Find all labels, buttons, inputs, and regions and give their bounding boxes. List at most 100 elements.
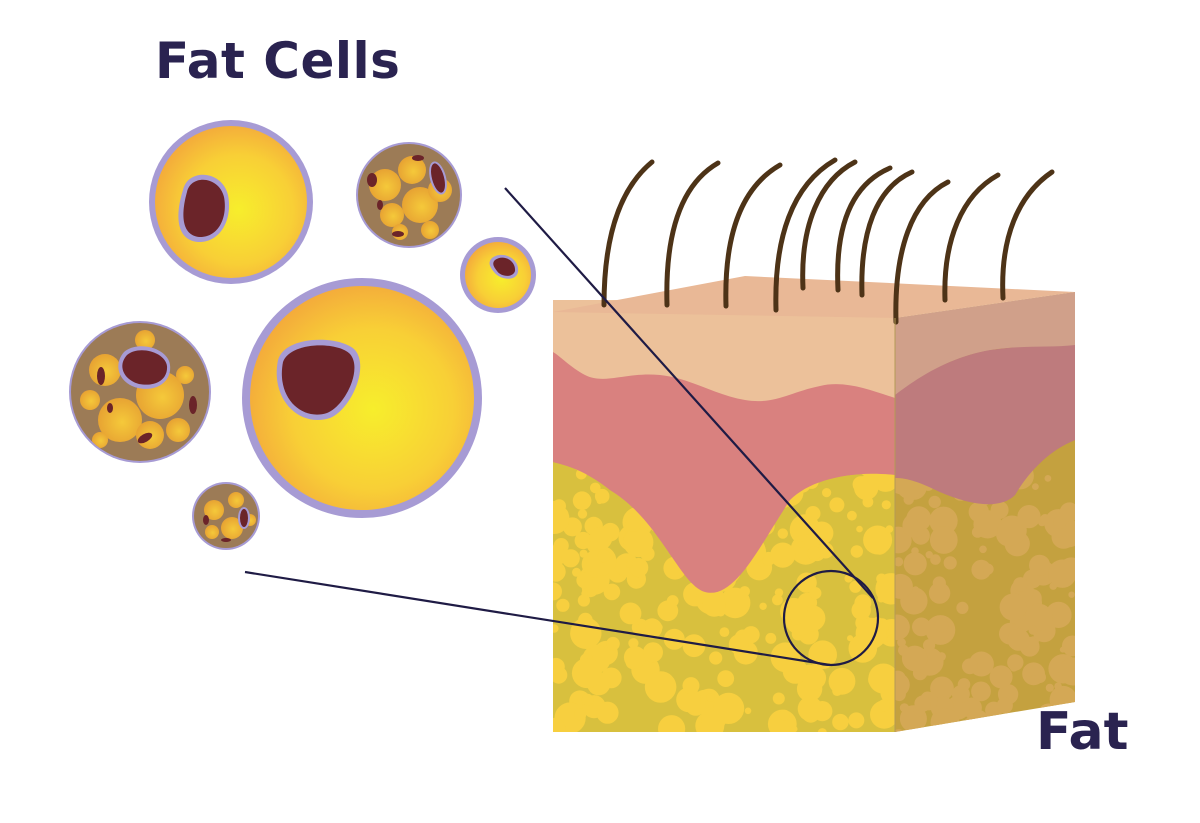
fat-globule — [979, 545, 987, 554]
fat-globule — [802, 665, 827, 690]
fat-globule — [847, 510, 857, 521]
fat-globule — [886, 634, 895, 645]
fat-globule — [829, 497, 845, 513]
fat-globule — [561, 549, 580, 568]
fat-globule — [805, 506, 821, 521]
fat-globule — [623, 527, 654, 558]
fat-globule — [972, 719, 987, 732]
fat-globule — [928, 495, 941, 509]
fat-globule — [772, 692, 785, 705]
fat-globule — [982, 726, 996, 732]
fat-globule — [1068, 591, 1075, 598]
fat-globule — [706, 693, 715, 702]
fat-globule — [1029, 645, 1038, 654]
fat-globule — [623, 646, 647, 669]
fat-globule — [849, 580, 862, 593]
fat-globule — [676, 687, 701, 713]
fat-globule — [596, 701, 619, 724]
skin-cube — [553, 157, 1075, 740]
fat-globule — [791, 726, 798, 732]
fat-cell-shrinking-left — [69, 321, 211, 463]
fat-cell-largest — [242, 278, 482, 518]
fat-globule — [923, 639, 936, 652]
fat-globule — [895, 614, 910, 641]
fat-globule — [881, 500, 891, 510]
fat-globule — [1052, 607, 1072, 627]
fat-globule — [962, 658, 978, 675]
fat-cell-shrinking-top — [356, 142, 462, 248]
fat-globule — [644, 671, 677, 703]
fat-globule — [868, 663, 895, 694]
fat-globule — [895, 557, 904, 567]
fat-globule — [625, 560, 633, 568]
fat-globule — [658, 715, 686, 732]
fat-globule — [822, 488, 832, 498]
fat-globule — [779, 709, 790, 721]
fat-globule — [713, 692, 745, 725]
fat-globule — [996, 697, 1013, 714]
fat-globule — [844, 574, 853, 583]
fat-globule — [932, 713, 939, 720]
fat-globule — [856, 525, 863, 533]
fat-globule — [555, 508, 569, 521]
fat-globule — [984, 734, 990, 740]
epidermis-layer-front-overlay — [553, 300, 895, 402]
fat-globule — [1058, 657, 1075, 686]
fat-globule — [629, 558, 649, 578]
fat-globule — [817, 542, 834, 559]
fat-globule — [577, 594, 591, 607]
fat-globule — [1054, 682, 1062, 690]
fat-globule — [642, 618, 663, 639]
fat-cells-title: Fat Cells — [155, 32, 401, 90]
fat-globule — [930, 554, 941, 565]
fat-cell-shrinking-small — [192, 482, 260, 550]
fat-globule — [854, 475, 879, 500]
fat-globule — [717, 670, 735, 687]
fat-globule — [1066, 697, 1073, 704]
fat-globule — [770, 542, 796, 568]
fat-globule — [990, 501, 1009, 519]
fat-globule — [777, 528, 788, 539]
fat-globule — [553, 561, 566, 582]
fat-globule — [553, 582, 562, 601]
fat-globule — [589, 526, 613, 550]
fat-globule — [930, 676, 954, 701]
fat-globule — [897, 638, 906, 647]
fat-globule — [1006, 719, 1015, 728]
epidermis-layer-side-overlay — [895, 292, 1075, 395]
fat-globule — [643, 642, 663, 663]
dermis-layer-side-overlay — [895, 340, 1075, 505]
fat-globule — [1029, 675, 1039, 685]
fat-globule — [1032, 483, 1039, 490]
fat-globule — [875, 573, 895, 605]
fat-globule — [901, 645, 928, 672]
fat-globule — [597, 549, 611, 563]
fat-globule — [961, 717, 982, 732]
fat-globule — [929, 526, 958, 554]
fat-globule — [759, 602, 767, 610]
fat-globule — [1007, 654, 1024, 671]
fat-globule — [553, 717, 566, 732]
fat-globule — [625, 516, 641, 532]
fat-globule — [848, 712, 865, 729]
fat-globule — [810, 521, 834, 545]
fat-globule — [603, 583, 621, 601]
fat-globule — [934, 618, 949, 633]
fat-globule — [903, 552, 927, 576]
fat-globule — [1040, 514, 1051, 524]
fat-globule — [554, 673, 562, 680]
fat-globule — [943, 556, 957, 570]
fat-globule — [1023, 665, 1035, 677]
fat-globule — [925, 551, 933, 559]
pointer-line-bottom — [244, 570, 831, 667]
fat-globule — [895, 687, 906, 702]
hair-strands — [601, 157, 1055, 325]
fat-globule — [577, 509, 588, 519]
fat-globule — [574, 708, 587, 721]
fat-globule — [912, 617, 931, 637]
fat-label: Fat — [1036, 702, 1129, 762]
fat-globule — [809, 587, 822, 600]
dermis-layer-front-overlay — [553, 345, 895, 593]
fat-globule — [966, 709, 989, 732]
fat-globule — [850, 545, 863, 558]
